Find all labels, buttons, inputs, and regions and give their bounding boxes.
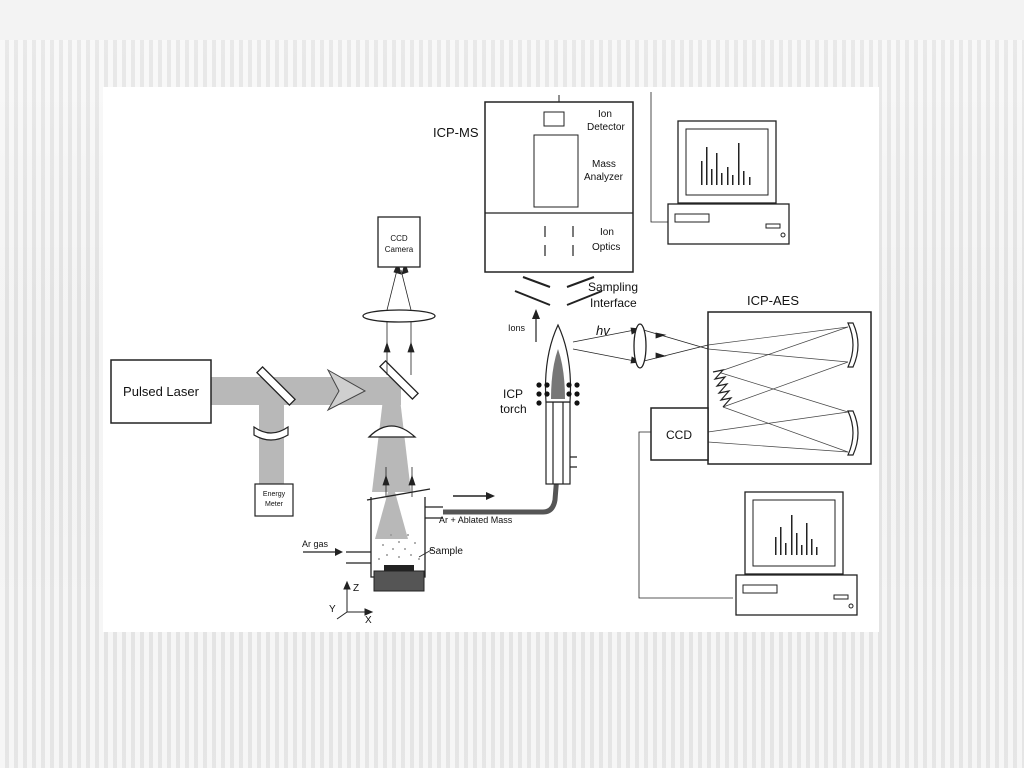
ccd-camera-label-2: Camera [385, 245, 414, 254]
laser-beam [211, 377, 411, 539]
ablation-plume [378, 534, 420, 560]
focusing-lens [367, 425, 417, 438]
ion-detector-label-2: Detector [587, 122, 625, 133]
ar-gas-arrow [303, 548, 343, 556]
ar-gas-label: Ar gas [302, 539, 329, 549]
pulsed-laser-box [110, 359, 212, 424]
ms-computer [667, 120, 790, 245]
axis-y-label: Y [329, 604, 336, 615]
ablation-cell [346, 488, 443, 578]
ar-ablated-mass-label: Ar + Ablated Mass [439, 515, 513, 525]
ion-optics-label-2: Optics [592, 242, 620, 253]
sampling-interface-label-2: Interface [590, 296, 637, 310]
ccd-camera-box [377, 216, 421, 268]
ion-detector-label-1: Ion [598, 109, 612, 120]
la-icp-diagram: Pulsed Laser Energy Meter CCD Camera [103, 87, 879, 632]
icp-aes-box [707, 311, 872, 465]
grating [712, 369, 733, 408]
spectrometer-beams [707, 326, 849, 453]
mass-analyzer-label-2: Analyzer [584, 172, 624, 183]
icp-torch-label-1: ICP [503, 387, 523, 401]
mass-analyzer-box [533, 134, 579, 208]
energy-meter-box [254, 483, 294, 517]
ccd-label: CCD [666, 428, 692, 442]
diagram-svg: Pulsed Laser Energy Meter CCD Camera [110, 92, 872, 626]
icp-torch [545, 401, 577, 485]
sample-piece [384, 565, 414, 571]
aes-spectrum-bars [775, 515, 818, 555]
transfer-tubing [443, 461, 561, 515]
flow-arrow [453, 492, 495, 500]
ccd-detector-box [650, 407, 709, 461]
icp-aes-label: ICP-AES [747, 293, 799, 308]
aes-computer [735, 491, 858, 616]
turning-mirror [378, 359, 420, 401]
load-coil [536, 382, 580, 406]
upper-mirror [847, 322, 859, 368]
beam-splitter [255, 365, 297, 407]
plasma-core [551, 349, 565, 399]
energy-meter-label-2: Meter [265, 501, 284, 508]
axis-x-label: X [365, 615, 372, 626]
lower-mirror [847, 410, 859, 456]
energy-meter-label-1: Energy [263, 491, 286, 498]
sampling-interface-label-1: Sampling [588, 280, 638, 294]
meter-lens [253, 425, 289, 441]
sample-stage [373, 570, 425, 592]
sample-label: Sample [429, 546, 463, 557]
axis-z-label: Z [353, 583, 359, 594]
ccd-camera-label-1: CCD [390, 234, 408, 243]
pulsed-laser-label: Pulsed Laser [123, 384, 200, 399]
ion-optics-lenses [544, 226, 574, 256]
collection-lens [633, 323, 647, 369]
ions-label: Ions [508, 323, 526, 333]
ms-computer-cable [650, 92, 669, 223]
hv-label: hv [596, 323, 611, 338]
xyz-axes [336, 580, 374, 620]
ion-optics-label-1: Ion [600, 227, 614, 238]
ms-spectrum-bars [701, 143, 751, 185]
ions-arrow [532, 309, 540, 342]
imaging-lens [362, 309, 436, 323]
aes-computer-cable [638, 431, 733, 599]
sampling-cones [514, 276, 603, 306]
slide-top-band [0, 0, 1024, 40]
icp-torch-label-2: torch [500, 402, 527, 416]
mass-analyzer-label-1: Mass [592, 159, 616, 170]
imaging-rays [382, 261, 416, 497]
ion-detector-box [543, 111, 565, 127]
icp-ms-label: ICP-MS [433, 125, 479, 140]
beam-expander [326, 368, 367, 412]
sample-pointer [418, 548, 434, 558]
